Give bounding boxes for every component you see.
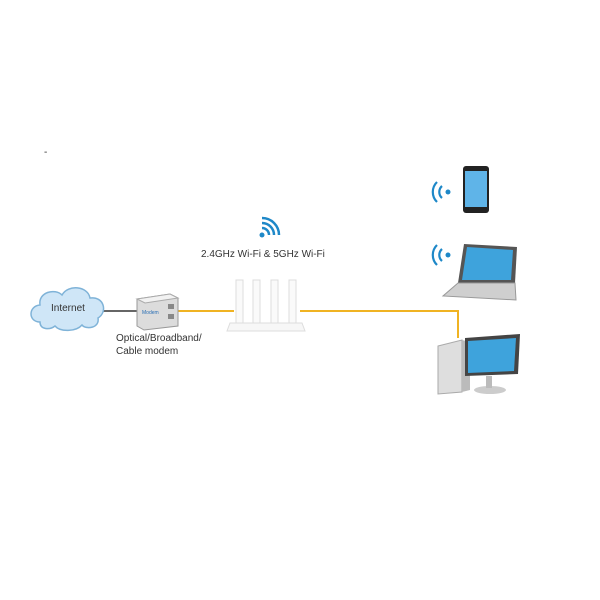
modem-icon bbox=[135, 293, 180, 331]
ethernet-cable-router-pc bbox=[300, 310, 459, 338]
router-wifi-icon bbox=[259, 216, 281, 238]
modem-label-line2: Cable modem bbox=[116, 346, 179, 357]
modem-label-line1: Optical/Broadband/ bbox=[116, 333, 202, 344]
router-icon bbox=[226, 279, 306, 332]
dash-mark: - bbox=[44, 147, 48, 158]
laptop-wifi-icon bbox=[431, 244, 451, 266]
wifi-bands-label: 2.4GHz Wi-Fi & 5GHz Wi-Fi bbox=[201, 249, 325, 260]
modem-badge: Modem bbox=[142, 310, 159, 316]
laptop-icon bbox=[441, 244, 517, 301]
smartphone-icon bbox=[463, 166, 489, 213]
desktop-computer-icon bbox=[437, 334, 520, 395]
internet-cloud-icon bbox=[30, 287, 105, 332]
internet-label: Internet bbox=[51, 303, 85, 314]
phone-wifi-icon bbox=[431, 181, 451, 203]
